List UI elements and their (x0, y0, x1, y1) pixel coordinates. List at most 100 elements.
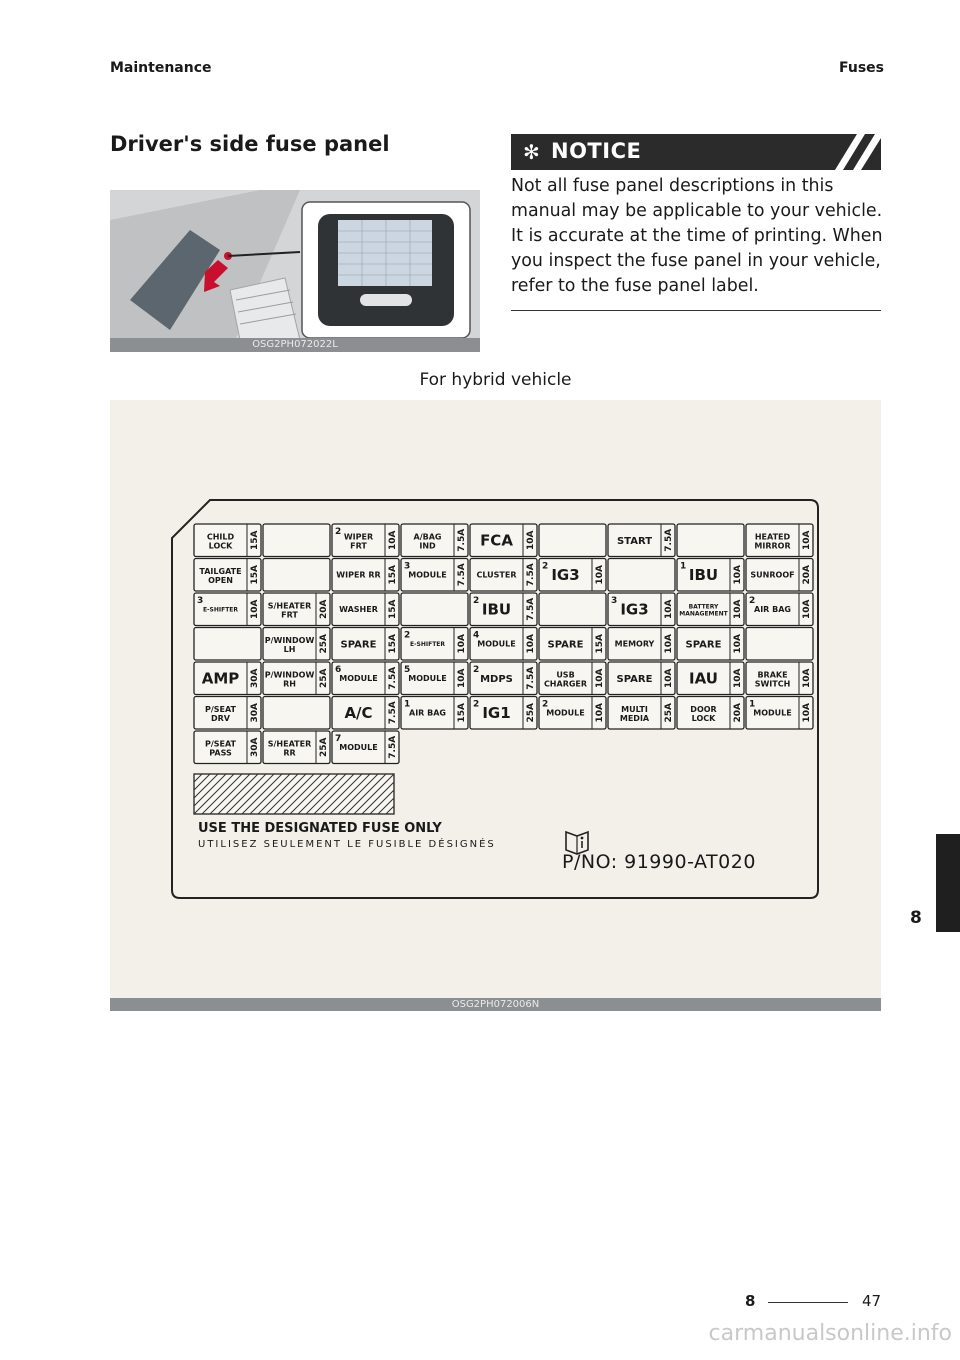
fuse-rating: 7.5A (526, 563, 536, 586)
fuse-name: A/C (344, 704, 372, 722)
fuse-index: 3 (611, 596, 617, 606)
fuse-name: WASHER (339, 605, 378, 614)
fuse-rating: 10A (250, 599, 260, 619)
chapter-tab (936, 834, 960, 932)
fuse-name: MODULE (477, 640, 515, 649)
fuse-rating: 10A (595, 565, 605, 585)
fuse-name: IG3 (551, 566, 579, 584)
fuse-rating: 10A (733, 668, 743, 688)
fuse-rating: 25A (664, 703, 674, 723)
fuse-name: E-SHIFTER (203, 606, 238, 613)
fuse-rating: 10A (802, 530, 812, 550)
fuse-name: IAU (689, 670, 718, 688)
fuse-rating: 15A (388, 634, 398, 654)
fuse-slot: 7.5A A/C (331, 695, 400, 730)
fuse-rating: 25A (526, 703, 536, 723)
fuse-rating: 10A (595, 668, 605, 688)
fuse-name: SUNROOF (750, 571, 794, 580)
fuse-rating: 7.5A (388, 701, 398, 724)
watermark: carmanualsonline.info (708, 1321, 952, 1346)
fuse-name: IG1 (482, 704, 510, 722)
fuse-rating: 30A (250, 703, 260, 723)
fuse-rating: 7.5A (457, 529, 467, 552)
chapter-tab-number: 8 (910, 908, 922, 928)
fuse-index: 2 (473, 700, 479, 710)
fuse-slot (262, 557, 331, 592)
fuse-rating: 7.5A (526, 667, 536, 690)
fuse-name: MDPS (480, 674, 513, 685)
fuse-rating: 10A (526, 530, 536, 550)
fuse-index: 1 (680, 562, 686, 572)
fuse-name: MEMORY (615, 640, 655, 649)
fuse-rating: 20A (802, 565, 812, 585)
fuse-slot (676, 523, 745, 558)
fuse-rating: 10A (595, 703, 605, 723)
fuse-name: SPARE (686, 639, 722, 650)
fuse-rating: 25A (319, 668, 329, 688)
fuse-index: 2 (404, 631, 410, 641)
fuse-name: MODULE (408, 571, 446, 580)
fuse-rating: 15A (388, 599, 398, 619)
page-title: Driver's side fuse panel (110, 132, 390, 156)
asterisk-icon: ✻ (523, 140, 540, 164)
part-number: P/NO: 91990-AT020 (562, 851, 756, 873)
fuse-rating: 10A (802, 668, 812, 688)
fuse-rating: 10A (526, 634, 536, 654)
fuse-panel-location-illustration (110, 190, 480, 352)
fuse-index: 7 (335, 734, 341, 744)
fuse-name: MODULE (753, 709, 791, 718)
fuse-rating: 25A (319, 737, 329, 757)
fuse-slot: 7.5A CLUSTER (469, 557, 538, 592)
use-designated-text-fr: UTILISEZ SEULEMENT LE FUSIBLE DÉSIGNÉS (198, 837, 496, 850)
notice-banner: ✻ NOTICE (511, 134, 881, 170)
fuse-slot (262, 523, 331, 558)
fuse-slot: 20A SUNROOF (745, 557, 814, 592)
fuse-rating: 10A (664, 668, 674, 688)
fuse-rating: 7.5A (388, 736, 398, 759)
fuse-panel-location-photo: OSG2PH072022L (110, 190, 480, 352)
fuse-rating: 10A (388, 530, 398, 550)
fuse-name: CLUSTER (476, 571, 516, 580)
fuse-slot (607, 557, 676, 592)
fuse-rating: 10A (664, 634, 674, 654)
fuse-index: 6 (335, 665, 341, 675)
fuse-rating: 15A (250, 565, 260, 585)
fuse-index: 5 (404, 665, 410, 675)
fuse-rating: 10A (802, 599, 812, 619)
fuse-slot: 10A IAU (676, 661, 745, 696)
fuse-name: FCA (480, 532, 513, 550)
fuse-name: MODULE (339, 674, 377, 683)
fuse-rating: 7.5A (457, 563, 467, 586)
fuse-name: IBU (689, 566, 718, 584)
